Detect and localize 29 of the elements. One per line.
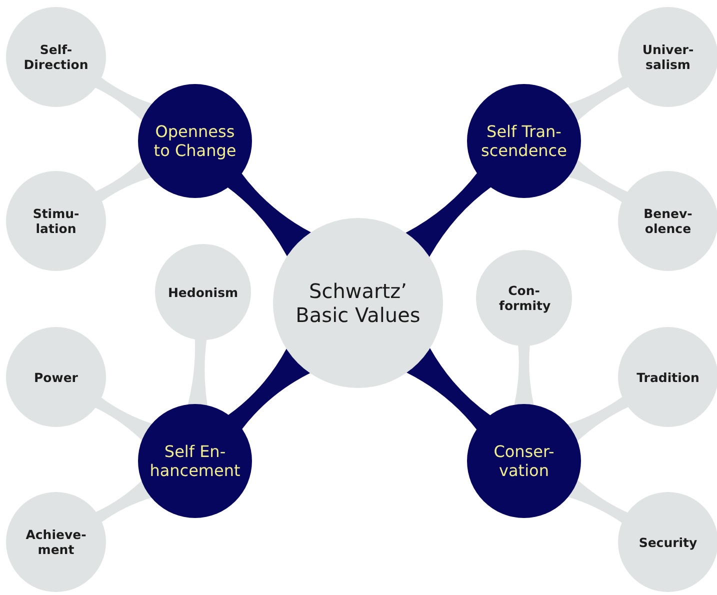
node-label: Security [638,534,698,550]
connector [566,76,630,122]
node-label: Conser- vation [492,442,556,480]
node-label: Stimu- lation [32,206,80,236]
node-label: Benev- olence [642,206,694,236]
connector [226,172,312,257]
node-label: Self En- hancement [148,442,242,480]
connector [94,160,152,202]
connector [228,348,310,430]
connector [567,479,630,524]
node-label: Power [33,370,79,384]
node-label: Tradition [636,370,700,384]
connector [566,396,630,442]
connector [94,76,154,122]
connector [514,344,534,406]
node-label: Achieve- ment [24,527,88,557]
connector [567,158,629,203]
node-label: Schwartz’ Basic Values [296,279,420,327]
connector [406,172,492,258]
node-label: Hedonism [166,284,240,300]
node-label: Self- Direction [22,42,90,72]
node-label: Univer- salism [641,42,695,72]
connector [406,348,492,430]
node-label: Openness to Change [152,122,238,160]
node-label: Self Tran- scendence [480,122,568,160]
connector [94,480,153,524]
connector [94,396,154,442]
node-label: Con- formity [499,283,549,313]
connector [188,338,208,407]
